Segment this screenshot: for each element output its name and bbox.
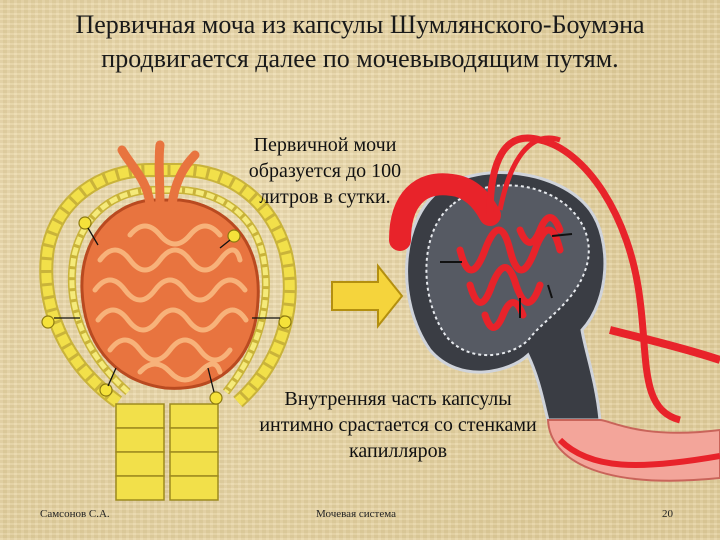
footer-page-number: 20 [662, 508, 673, 520]
footer-author: Самсонов С.А. [40, 508, 110, 520]
transition-arrow [331, 263, 404, 329]
filtrate-arrows [440, 233, 573, 318]
glomerulus-schematic [39, 140, 297, 501]
afferent-arteriole [389, 173, 501, 251]
bowman-capsule-illustration [389, 134, 720, 482]
filtration-markers [41, 216, 292, 405]
note-capsule-inner-part: Внутренняя часть капсулы интимно срастае… [259, 388, 537, 462]
capillary-tuft [456, 214, 564, 331]
footer-topic: Мочевая система [316, 508, 396, 520]
efferent-arteriole [486, 134, 682, 424]
capillary-loops [92, 223, 249, 383]
glomerulus-mass [80, 198, 260, 390]
filtration-arrows [54, 227, 280, 393]
vascular-stalk [117, 140, 200, 210]
slide-title: Первичная моча из капсулы Шумлянского-Бо… [75, 10, 645, 73]
tubule-cells [115, 403, 219, 501]
note-primary-urine-volume: Первичной мочи образуется до 100 литров … [248, 134, 402, 208]
